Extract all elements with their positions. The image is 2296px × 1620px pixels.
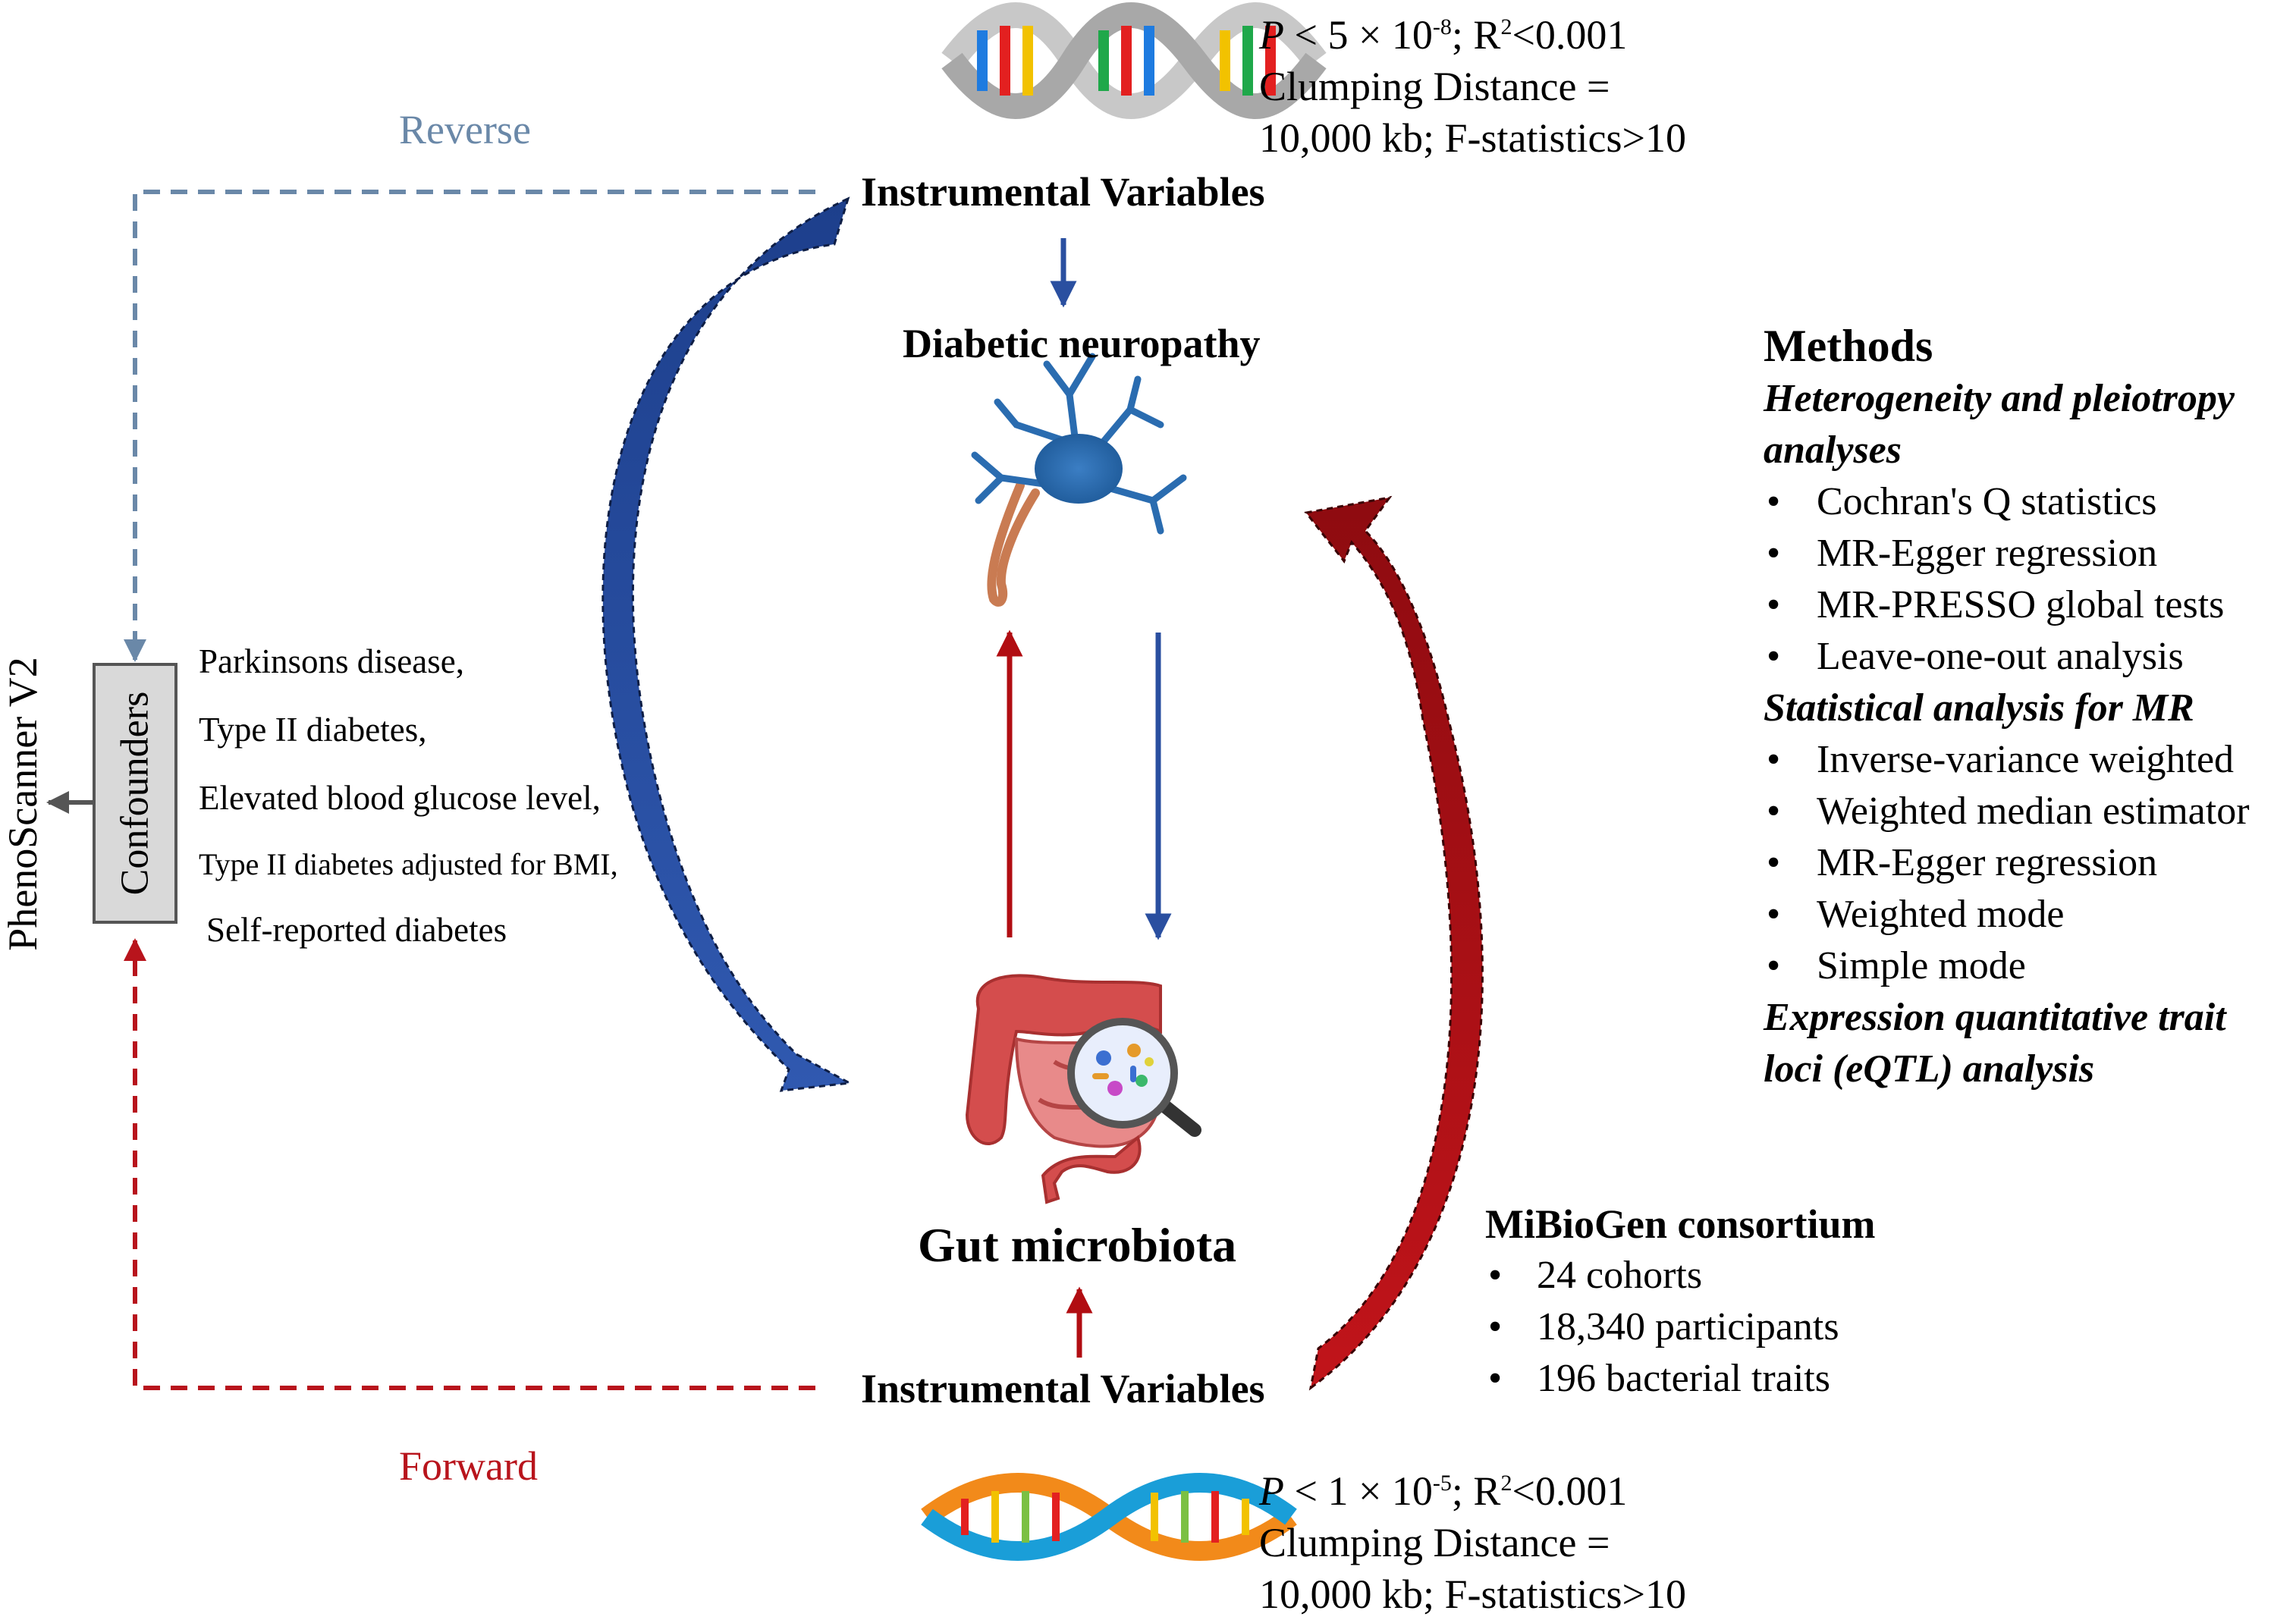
confounders-list-item: Type II diabetes adjusted for BMI,	[199, 847, 618, 881]
r-threshold: <0.001	[1512, 12, 1628, 58]
forward-curved-arrow	[1304, 495, 1484, 1391]
methods-panel: Methods Heterogeneity and pleiotropy ana…	[1764, 319, 2287, 1095]
dna-double-helix-icon	[921, 1473, 1297, 1561]
bullet-icon: •	[1488, 1254, 1503, 1297]
p-threshold: < 5 × 10	[1284, 12, 1433, 58]
mibiogen-item: • 18,340 participants	[1485, 1301, 1875, 1353]
bottom-criteria-line3: 10,000 kb; F-statistics>10	[1259, 1571, 1686, 1617]
methods-item: • MR-Egger regression	[1764, 528, 2287, 579]
p-threshold: < 1 × 10	[1284, 1468, 1433, 1514]
methods-section-heading: Expression quantitative trait loci (eQTL…	[1764, 996, 2226, 1091]
methods-item: • Weighted median estimator	[1764, 786, 2287, 837]
methods-item: • MR-PRESSO global tests	[1764, 579, 2287, 631]
confounders-list-item: Self-reported diabetes	[206, 911, 507, 949]
methods-item: • Simple mode	[1764, 940, 2287, 992]
confounders-label: Confounders	[113, 691, 157, 896]
bullet-icon: •	[1488, 1305, 1503, 1348]
methods-item: • Weighted mode	[1764, 889, 2287, 940]
phenoscanner-label: PhenoScanner V2	[0, 657, 46, 951]
reverse-label: Reverse	[399, 107, 531, 152]
gut-microbiota-label: Gut microbiota	[918, 1218, 1237, 1272]
confounders-box	[93, 663, 177, 924]
bullet-icon: •	[1767, 841, 1781, 884]
diabetic-neuropathy-label: Diabetic neuropathy	[903, 321, 1261, 366]
p-exponent: -5	[1432, 1471, 1452, 1496]
magnifier-icon	[1067, 1018, 1201, 1137]
dna-helix-icon	[941, 2, 1327, 119]
mibiogen-panel: MiBioGen consortium • 24 cohorts • 18,340 …	[1485, 1198, 1875, 1405]
methods-item-label: MR-Egger regression	[1817, 532, 2158, 575]
bullet-icon: •	[1767, 583, 1781, 626]
confounders-list-item: Elevated blood glucose level,	[199, 779, 601, 817]
bullet-icon: •	[1767, 738, 1781, 781]
methods-item-label: Weighted mode	[1817, 893, 2065, 936]
confounders-list-item: Parkinsons disease,	[199, 642, 464, 680]
r-symbol: ; R	[1451, 12, 1501, 58]
bottom-criteria-line1: P < 1 × 10-5; R2<0.001	[1259, 1458, 1686, 1517]
confounders-list-item: Type II diabetes,	[199, 711, 427, 749]
top-criteria-line1: P < 5 × 10-8; R2<0.001	[1259, 2, 1686, 61]
methods-item-label: Weighted median estimator	[1817, 790, 2250, 833]
top-criteria: P < 5 × 10-8; R2<0.001 Clumping Distance…	[1259, 2, 1686, 164]
mibiogen-item-label: 196 bacterial traits	[1537, 1357, 1830, 1400]
p-symbol: P	[1259, 12, 1284, 58]
top-criteria-line3: 10,000 kb; F-statistics>10	[1259, 115, 1686, 161]
iv-bottom-label: Instrumental Variables	[861, 1366, 1265, 1411]
methods-item-label: MR-PRESSO global tests	[1817, 583, 2225, 626]
mibiogen-item: • 24 cohorts	[1485, 1250, 1875, 1301]
bullet-icon: •	[1767, 532, 1781, 575]
bottom-criteria-line2: Clumping Distance =	[1259, 1520, 1610, 1565]
methods-item: • Cochran's Q statistics	[1764, 476, 2287, 528]
mibiogen-item-label: 24 cohorts	[1537, 1254, 1703, 1297]
top-criteria-line2: Clumping Distance =	[1259, 64, 1610, 109]
mibiogen-item: • 196 bacterial traits	[1485, 1353, 1875, 1405]
methods-item: • Leave-one-out analysis	[1764, 631, 2287, 683]
methods-item-label: Leave-one-out analysis	[1817, 635, 2184, 678]
methods-item: • Inverse-variance weighted	[1764, 734, 2287, 786]
iv-top-label: Instrumental Variables	[861, 169, 1265, 215]
p-symbol: P	[1259, 1468, 1284, 1514]
methods-item: • MR-Egger regression	[1764, 837, 2287, 889]
reverse-curved-arrow	[601, 196, 853, 1092]
methods-title: Methods	[1764, 321, 1933, 371]
r-exponent: 2	[1500, 1471, 1512, 1496]
mibiogen-item-label: 18,340 participants	[1537, 1305, 1839, 1348]
bullet-icon: •	[1767, 480, 1781, 523]
neuron-icon	[971, 353, 1187, 607]
bullet-icon: •	[1767, 893, 1781, 936]
r-symbol: ; R	[1451, 1468, 1501, 1514]
forward-path	[124, 938, 815, 1390]
methods-item-label: Cochran's Q statistics	[1817, 480, 2157, 523]
methods-section-heading: Heterogeneity and pleiotropy analyses	[1764, 377, 2235, 472]
methods-section-heading: Statistical analysis for MR	[1764, 686, 2194, 730]
bullet-icon: •	[1488, 1357, 1503, 1400]
r-exponent: 2	[1500, 14, 1512, 39]
r-threshold: <0.001	[1512, 1468, 1628, 1514]
bullet-icon: •	[1767, 635, 1781, 678]
bullet-icon: •	[1767, 944, 1781, 987]
methods-item-label: MR-Egger regression	[1817, 841, 2158, 884]
bullet-icon: •	[1767, 790, 1781, 833]
methods-item-label: Inverse-variance weighted	[1817, 738, 2235, 781]
p-exponent: -8	[1432, 14, 1452, 39]
forward-label: Forward	[399, 1443, 538, 1489]
mibiogen-title: MiBioGen consortium	[1485, 1201, 1876, 1247]
methods-item-label: Simple mode	[1817, 944, 2026, 987]
reverse-path	[124, 190, 815, 662]
bottom-criteria: P < 1 × 10-5; R2<0.001 Clumping Distance…	[1259, 1458, 1686, 1620]
